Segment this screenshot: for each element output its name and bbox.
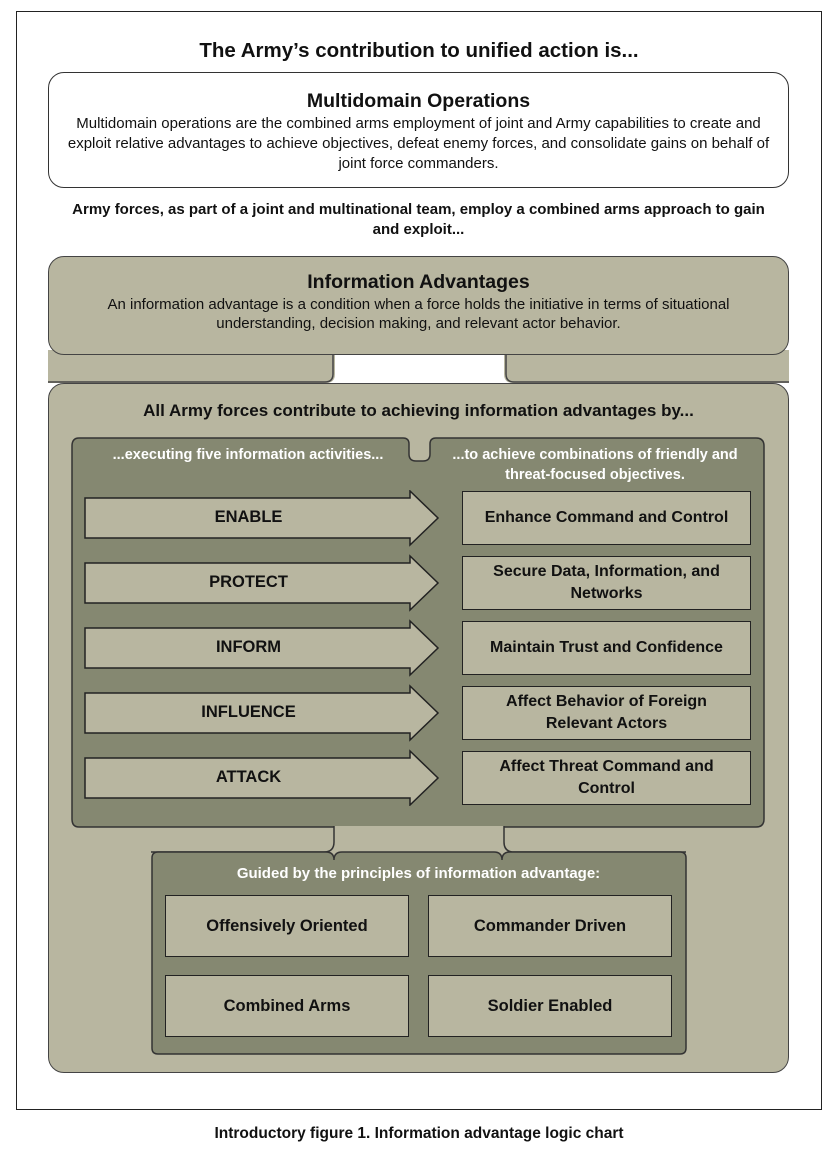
principle-commander-driven: Commander Driven [428,895,672,957]
information-advantages-body: An information advantage is a condition … [107,296,730,332]
objective-secure-data: Secure Data, Information, and Networks [462,556,751,610]
principle-offensively-oriented: Offensively Oriented [165,895,409,957]
top-connector [48,350,789,383]
contribute-heading: All Army forces contribute to achieving … [143,401,694,420]
principle-soldier-enabled: Soldier Enabled [428,975,672,1037]
multidomain-operations-box: Multidomain Operations Multidomain opera… [48,72,789,188]
objective-affect-behavior: Affect Behavior of Foreign Relevant Acto… [462,686,751,740]
information-advantages-box: Information Advantages An information ad… [48,256,789,355]
figure-title: The Army’s contribution to unified actio… [199,39,639,62]
activity-arrow-protect [84,554,440,612]
activity-arrow-attack [84,749,440,806]
figure-frame [16,11,822,1110]
objectives-heading: ...to achieve combinations of friendly a… [452,447,738,483]
objective-maintain-trust: Maintain Trust and Confidence [462,621,751,675]
activity-arrow-enable [84,490,440,547]
objective-enhance-c2: Enhance Command and Control [462,491,751,545]
activity-label-protect: PROTECT [209,573,288,591]
bottom-connector [151,826,686,854]
multidomain-body: Multidomain operations are the combined … [67,115,770,172]
activity-label-influence: INFLUENCE [201,703,296,721]
activity-arrows [84,490,440,806]
activity-arrow-influence [84,684,440,742]
objective-affect-threat-c2: Affect Threat Command and Control [462,751,751,805]
activities-heading: ...executing five information activities… [112,447,384,463]
army-forces-text: Army forces, as part of a joint and mult… [72,201,765,238]
multidomain-heading: Multidomain Operations [306,90,531,112]
activity-label-enable: ENABLE [214,508,283,526]
information-advantages-heading: Information Advantages [307,271,530,293]
figure-caption: Introductory figure 1. Information advan… [214,1125,624,1142]
activity-arrow-inform [84,619,440,677]
activity-label-inform: INFORM [215,638,282,656]
principles-heading: Guided by the principles of information … [236,865,601,882]
principle-combined-arms: Combined Arms [165,975,409,1037]
activity-label-attack: ATTACK [215,768,282,786]
